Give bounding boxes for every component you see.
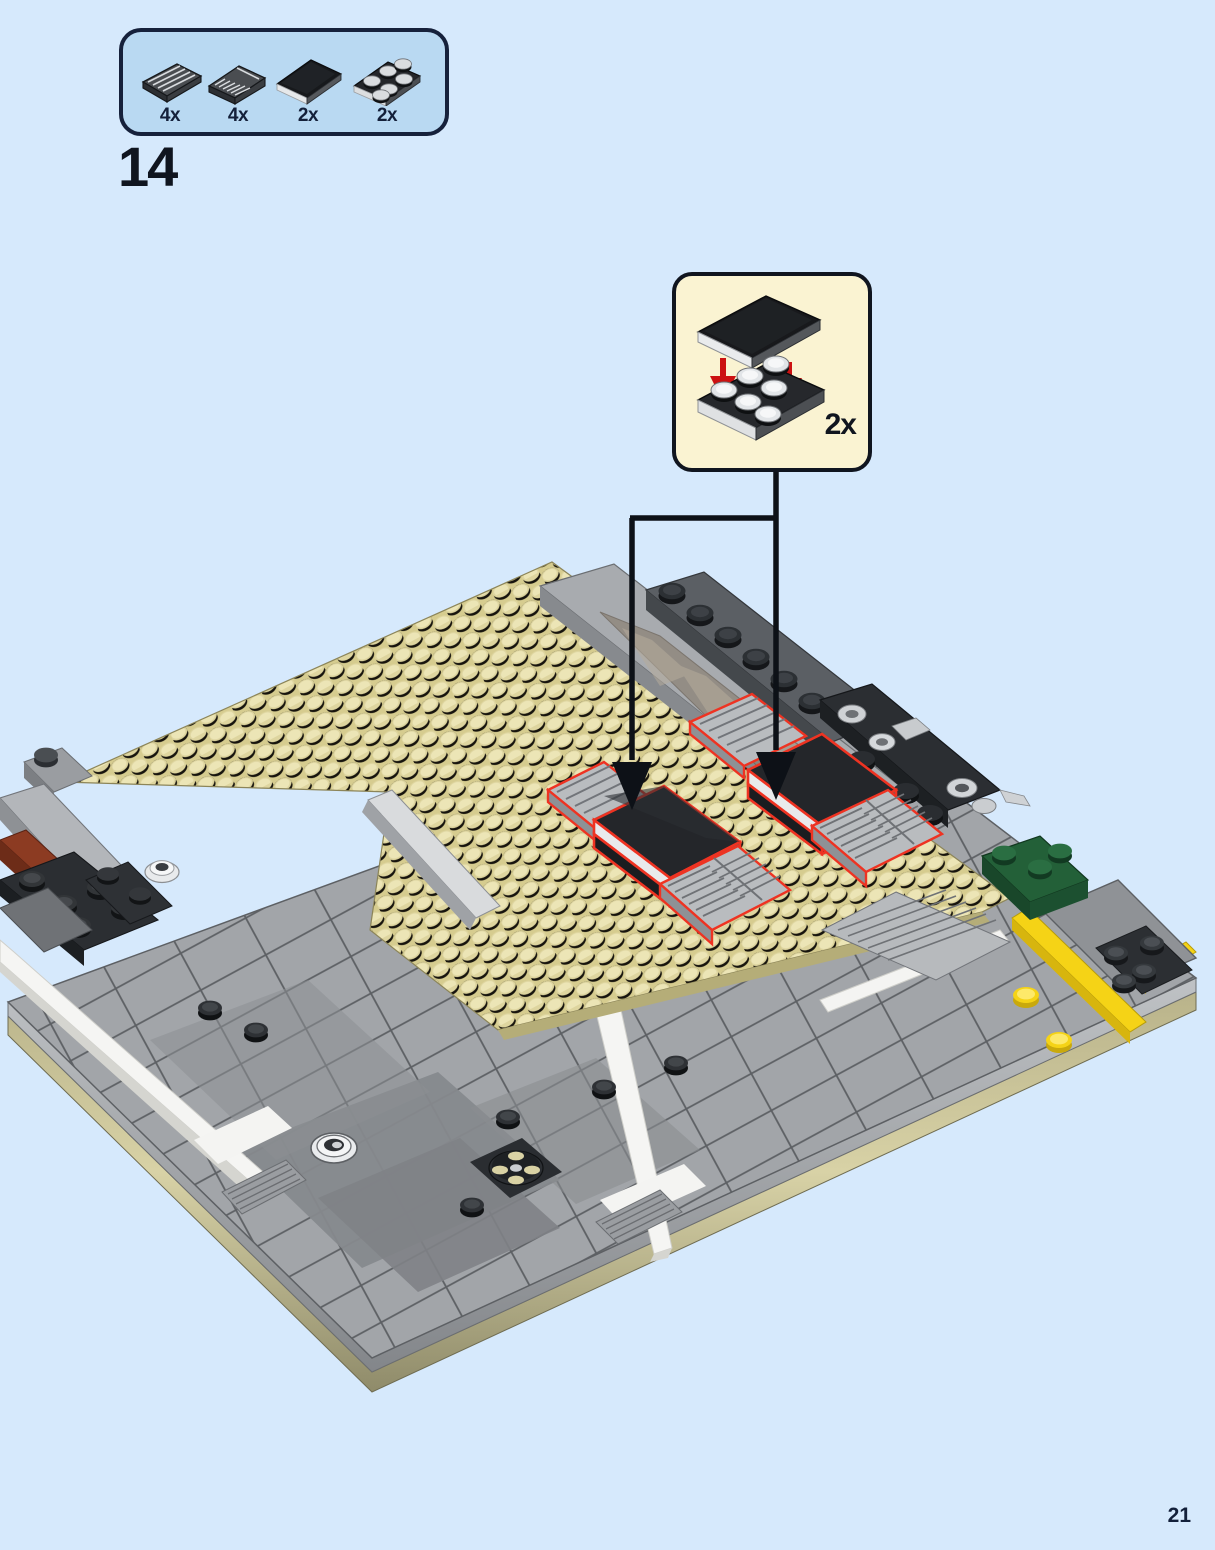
step-number: 14 (118, 135, 178, 198)
callout-tile-2x3 (696, 295, 822, 369)
part-item-0: 4x (131, 48, 209, 126)
left-building-detail (0, 747, 180, 966)
manhole-cover-wheel (470, 1138, 562, 1198)
part-qty-3: 2x (376, 105, 398, 126)
sub-assembly-callout: 2x (672, 272, 872, 472)
placement-arrow-left (612, 762, 652, 810)
part-item-3: 2x (348, 48, 426, 126)
grille-strip-roof-right (820, 889, 1012, 981)
part-item-2: 2x (269, 48, 347, 126)
wall-detail-pieces (837, 704, 1031, 814)
right-grey-strip (1042, 879, 1198, 995)
callout-quantity: 2x (824, 408, 857, 441)
part-qty-1: 4x (227, 105, 249, 126)
callout-plate-2x3 (696, 355, 826, 441)
street-grille-right (595, 1189, 683, 1245)
grille-tile-1x2-icon (131, 48, 209, 106)
tile-2x3-black-icon (269, 48, 347, 106)
black-studs-row (658, 582, 826, 715)
placement-arrow-right (756, 752, 796, 800)
green-bricks (980, 835, 1090, 920)
part-qty-2: 2x (297, 105, 319, 126)
part-qty-0: 4x (159, 105, 181, 126)
grille-slope-lower-right (809, 788, 945, 889)
street-studs (198, 1000, 688, 1218)
grille-slope-lower-left (657, 844, 793, 947)
parts-list-box: 4x 4x (119, 28, 449, 136)
part-item-1: 4x (199, 48, 277, 126)
sub-assembly-illustration (696, 295, 826, 441)
street-grille-left (221, 1159, 307, 1215)
model-illustration (0, 561, 1198, 1393)
manhole-cover-round (310, 1132, 358, 1164)
grille-slope-1x2-icon (199, 48, 277, 106)
plate-2x3-black-icon (348, 48, 426, 106)
page-number: 21 (1167, 1504, 1191, 1527)
roof-notch (362, 789, 501, 930)
white-road-markings (0, 899, 1009, 1262)
